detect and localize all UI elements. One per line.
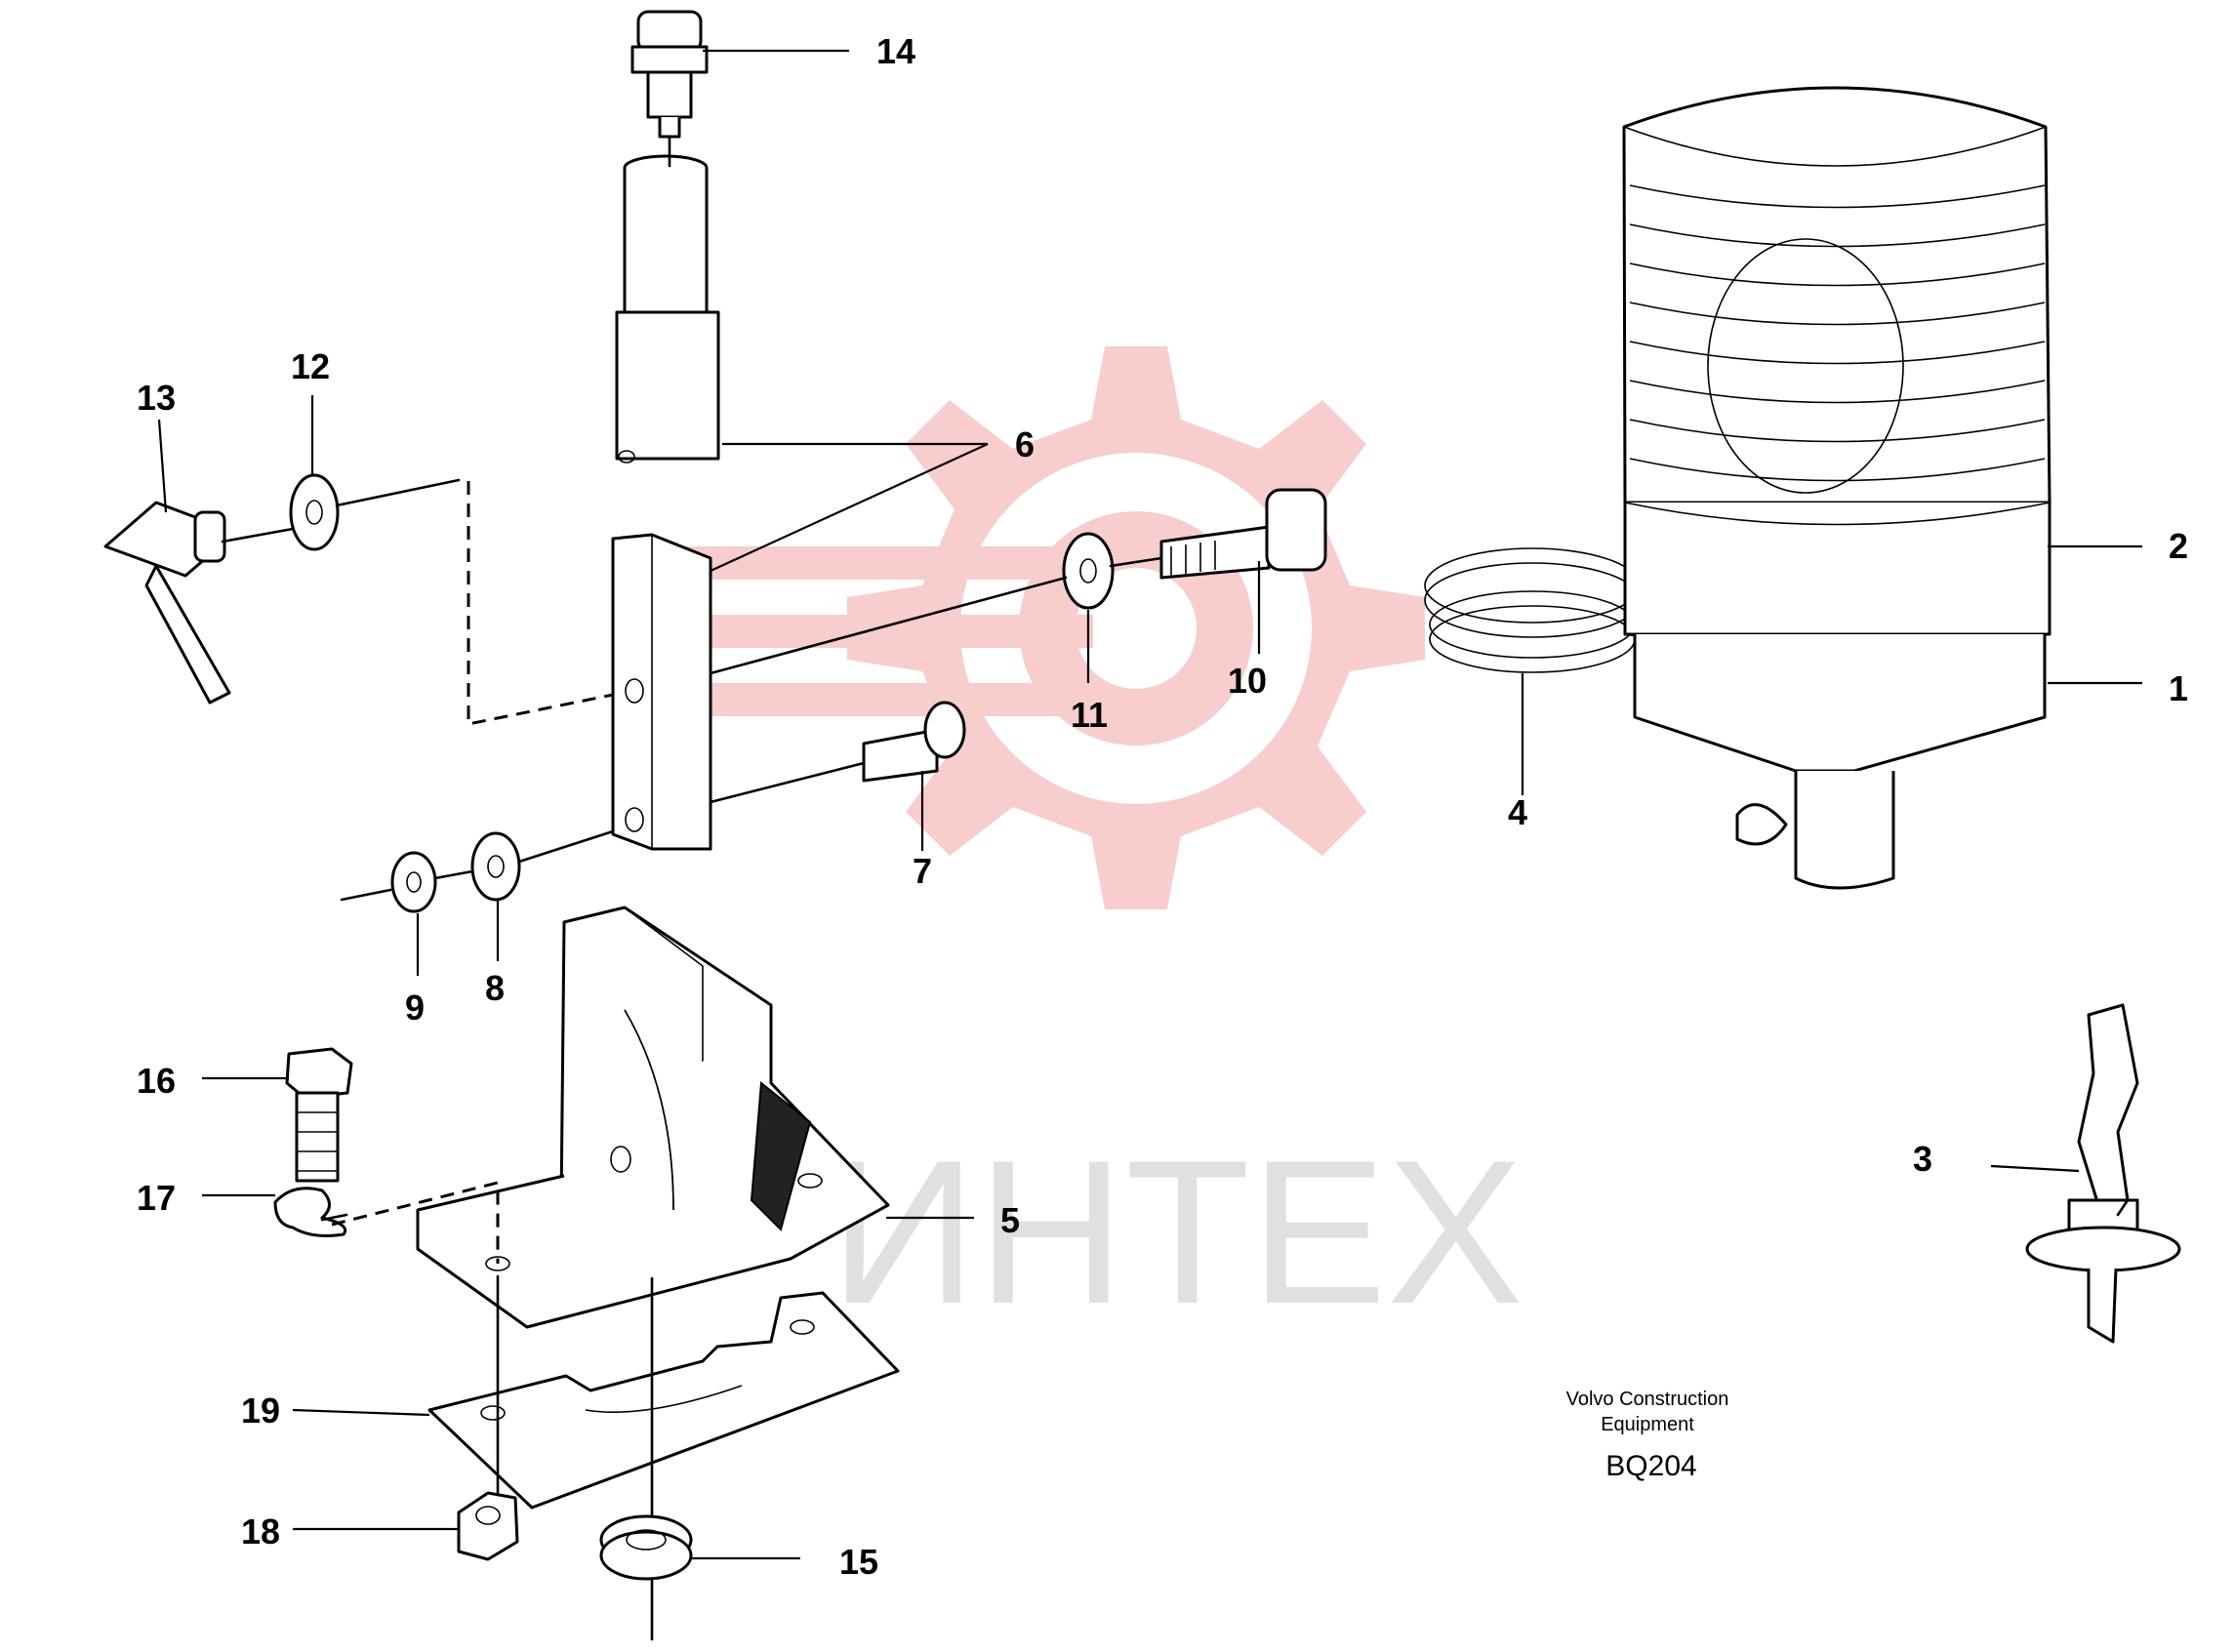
caption-diagram-code: BQ204 xyxy=(1605,1450,1696,1482)
caption-manufacturer-line1: Volvo Construction xyxy=(1566,1389,1729,1410)
callout-numbers: 1 2 3 4 5 6 7 8 9 10 11 12 13 14 15 16 1… xyxy=(137,31,2188,1582)
callout-7: 7 xyxy=(913,851,932,891)
callout-12: 12 xyxy=(291,346,330,386)
callout-2: 2 xyxy=(2169,526,2188,566)
callout-10: 10 xyxy=(1228,661,1267,701)
part-13-lever-handle xyxy=(103,501,231,705)
callout-16: 16 xyxy=(137,1061,176,1101)
part-12-washer xyxy=(289,473,340,551)
part-14-fitting xyxy=(630,10,709,139)
part-16-bolt xyxy=(285,1047,353,1183)
part-3-bulb xyxy=(2025,1003,2181,1344)
callout-6: 6 xyxy=(1015,424,1035,464)
callout-5: 5 xyxy=(1000,1200,1020,1240)
part-17-tab-washer xyxy=(273,1187,347,1237)
callout-3: 3 xyxy=(1913,1139,1932,1179)
part-10-bolt xyxy=(1159,488,1327,580)
callout-4: 4 xyxy=(1508,792,1527,832)
leader-lines xyxy=(157,49,2142,1560)
part-6-upper-tube xyxy=(615,154,720,463)
part-8-washer xyxy=(470,831,521,902)
part-7-pin xyxy=(862,701,966,783)
part-18-nut xyxy=(457,1491,519,1561)
part-1-2-beacon-lamp xyxy=(1622,86,2051,890)
assembly-lines xyxy=(221,137,2130,1641)
watermark-text: ИНТЕХ xyxy=(830,1117,1523,1347)
part-9-lock-washer xyxy=(390,851,437,913)
part-5-base-bracket xyxy=(416,906,890,1329)
callout-17: 17 xyxy=(137,1178,176,1218)
callout-1: 1 xyxy=(2169,668,2188,708)
callout-15: 15 xyxy=(839,1542,878,1582)
part-19-plate xyxy=(427,1291,900,1510)
callout-8: 8 xyxy=(485,968,505,1008)
lens-ribs xyxy=(1629,184,2046,482)
part-15-grommet xyxy=(599,1514,693,1581)
caption-manufacturer-line2: Equipment xyxy=(1601,1414,1694,1435)
part-11-washer xyxy=(1062,532,1115,610)
callout-19: 19 xyxy=(241,1390,280,1430)
diagram-caption: Volvo Construction Equipment BQ204 xyxy=(1566,1389,1729,1482)
callout-18: 18 xyxy=(241,1511,280,1551)
callout-14: 14 xyxy=(876,31,915,71)
callout-9: 9 xyxy=(405,987,425,1027)
callout-11: 11 xyxy=(1071,695,1108,735)
callout-13: 13 xyxy=(137,378,176,418)
part-4-clamp-ring xyxy=(1424,547,1641,673)
part-6-bracket-tube xyxy=(611,533,712,851)
watermark-gear-logo xyxy=(683,346,1425,909)
